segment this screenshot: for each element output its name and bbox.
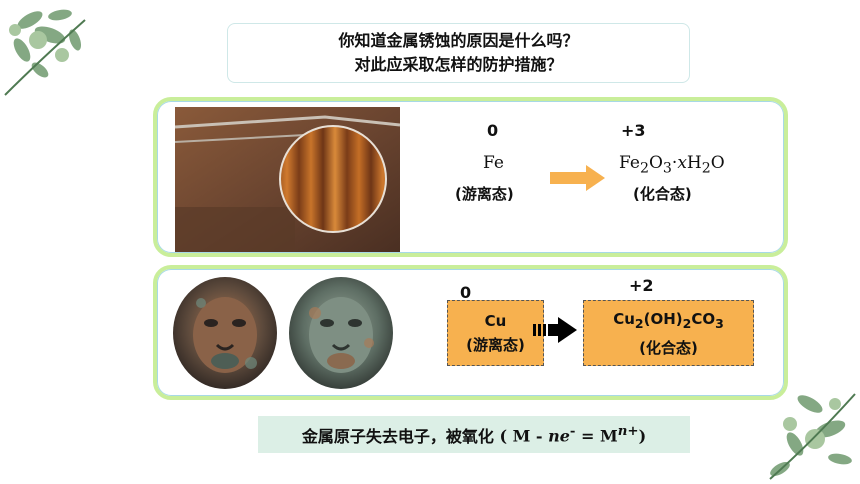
- patina-lion-head-photo: [289, 277, 393, 389]
- arrow-right-icon: [533, 317, 577, 343]
- oxidation-equation: ( M - ne- = Mn+): [499, 423, 647, 446]
- copper-state-before: (游离态): [466, 336, 525, 354]
- copper-oxidation-after: +2: [629, 276, 654, 295]
- copper-free-state-box: Cu (游离态): [447, 300, 544, 366]
- iron-rust-panel: 0 +3 Fe Fe2O3·xH2O (游离态) (化合态): [153, 97, 788, 257]
- iron-formula-after: Fe2O3·xH2O: [619, 153, 725, 177]
- copper-oxidation-before: 0: [460, 283, 472, 302]
- leaf-cluster-icon: [4, 9, 86, 96]
- rusted-iron-photo: [175, 107, 400, 252]
- question-box: 你知道金属锈蚀的原因是什么吗？ 对此应采取怎样的防护措施？: [227, 23, 690, 83]
- arrow-right-icon: [550, 165, 605, 191]
- iron-oxidation-before: 0: [487, 121, 499, 140]
- iron-state-before: (游离态): [455, 185, 514, 203]
- copper-compound-state-box: Cu2(OH)2CO3 (化合态): [583, 300, 754, 366]
- copper-patina-panel: 0 +2 Cu (游离态) Cu2(OH)2CO3 (化合态): [153, 265, 788, 400]
- copper-formula-before: Cu: [484, 312, 507, 330]
- iron-state-after: (化合态): [633, 185, 692, 203]
- summary-text: 金属原子失去电子，被氧化: [301, 426, 494, 446]
- copper-state-after: (化合态): [639, 338, 698, 357]
- question-line-2: 对此应采取怎样的防护措施？: [354, 55, 563, 74]
- iron-oxidation-after: +3: [621, 121, 646, 140]
- copper-formula-after: Cu2(OH)2CO3: [613, 309, 724, 331]
- leaf-cluster-icon: [769, 393, 856, 480]
- bronze-lion-head-photo: [173, 277, 277, 389]
- summary-bar: 金属原子失去电子，被氧化 ( M - ne- = Mn+): [258, 416, 690, 453]
- question-line-1: 你知道金属锈蚀的原因是什么吗？: [338, 31, 579, 50]
- iron-formula-before: Fe: [483, 153, 504, 173]
